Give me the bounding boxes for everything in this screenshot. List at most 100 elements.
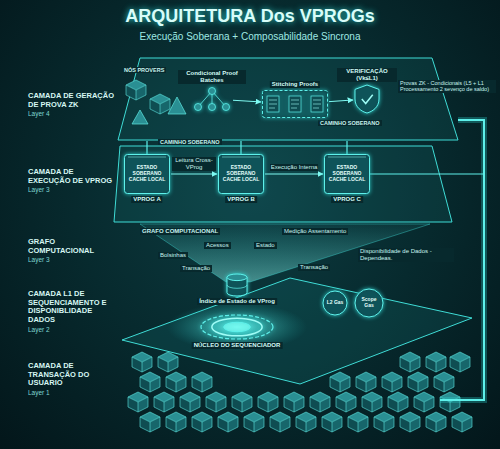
l1-plane: [122, 278, 472, 384]
graph-label: Disponibilidade de Dados - Dependeas.: [358, 248, 454, 262]
path-label: CAMINHO SOBERANO: [158, 139, 222, 145]
graph-label: Estado: [254, 242, 277, 249]
diagram-title: ARQUITETURA Dos VPROGs: [0, 6, 500, 27]
node-text: ESTADO SOBERANO: [327, 165, 367, 177]
cube-block: [140, 372, 160, 392]
connector: [265, 174, 323, 175]
node-shape: [262, 90, 328, 118]
node-heading: VPROG C: [331, 196, 363, 203]
graph-label: Bolsinhas: [158, 252, 188, 259]
gas-circle: L2 Gas: [322, 290, 348, 316]
layer-number: Layer 1: [28, 389, 50, 396]
node-heading: VERIFICAÇÃO (Vk≤L1): [337, 68, 397, 82]
cube-block: [330, 372, 350, 392]
cube-block: [374, 412, 394, 432]
node-heading: VPROG A: [131, 196, 162, 203]
cube-block: [348, 412, 368, 432]
vprog-box: ESTADO SOBERANOCACHE LOCALVPROG A: [124, 154, 170, 194]
node-text: L2 Gas: [327, 300, 344, 306]
cube-block: [388, 392, 408, 412]
verification-shield: VERIFICAÇÃO (Vk≤L1): [354, 84, 380, 114]
cube-block: [356, 372, 376, 392]
cube-block: [158, 352, 178, 372]
node-text: Scope Gas: [357, 297, 381, 309]
cube-block: [132, 352, 152, 372]
state-index-db: Índice de Estado de VProg: [226, 274, 248, 296]
note-text: Provas ZK - Condicionais (L5 + L1 Proces…: [398, 80, 496, 93]
subtitle: Execução Soberana + Composabilidade Sinc…: [0, 31, 500, 43]
execution-plane: [114, 146, 452, 222]
cube-block: [258, 392, 278, 412]
cube-block: [382, 372, 402, 392]
connector: [171, 174, 217, 175]
cube-block: [284, 392, 304, 412]
layer-title: CAMADA DE GERAÇÃO DE PROVA ZK: [28, 92, 120, 109]
box-outline: [325, 155, 370, 194]
graph-label: Transação: [298, 264, 330, 271]
shield-outline: [355, 85, 379, 113]
cube-block: [296, 412, 316, 432]
prover-pyramid: [132, 110, 148, 124]
graph-title: GRAFO COMPUTACIONAL: [140, 228, 220, 235]
node-text: CACHE LOCAL: [329, 177, 365, 183]
layer-number: Layer 3: [28, 256, 50, 263]
layer-number: Layer 3: [28, 186, 50, 193]
cube-block: [270, 412, 290, 432]
proof-plane: [118, 58, 458, 140]
stitching-panel: Stitching Proofs: [262, 90, 328, 118]
cube-block: [414, 392, 434, 412]
cube-block: [192, 372, 212, 392]
node-text: ESTADO SOBERANO: [127, 165, 167, 177]
node-shape: [226, 274, 248, 296]
ring-outline: [201, 315, 273, 339]
cube-block: [336, 392, 356, 412]
node-heading: NÚCLEO DO SEQUENCIADOR: [192, 342, 283, 349]
layer-title: CAMADA DE EXECUÇÃO DE VPROG: [28, 168, 114, 185]
cube-block: [426, 352, 446, 372]
connector: [329, 100, 353, 102]
cube-block: [434, 372, 454, 392]
layer-number: Layer 4: [28, 110, 50, 117]
prover-pyramid: [168, 97, 186, 114]
cube-block: [166, 412, 186, 432]
layer-number: Layer 2: [28, 326, 50, 333]
cube-block: [322, 412, 342, 432]
node-heading: Condicional Proof Batches: [178, 70, 246, 84]
cube-block: [166, 372, 186, 392]
batch-tree: Condicional Proof Batches: [192, 86, 232, 112]
layer-title: CAMADA DE TRANSAÇÃO DO USUARIO: [28, 362, 120, 388]
cube-block: [362, 392, 382, 412]
cube-block: [232, 392, 252, 412]
node-text: CACHE LOCAL: [129, 177, 165, 183]
circle-outline: [355, 289, 383, 317]
prover-cube: [126, 80, 146, 100]
layer-title: GRAFO COMPUTACIONAL: [28, 238, 116, 255]
sovereign-pipe: [370, 173, 484, 174]
prover-cube: [150, 94, 170, 114]
cube-block: [400, 352, 420, 372]
node-text: CACHE LOCAL: [223, 177, 259, 183]
cube-block: [408, 372, 428, 392]
cube-block: [180, 392, 200, 412]
cube-block: [452, 412, 472, 432]
cube-block: [450, 352, 470, 372]
node-shape: [200, 314, 274, 340]
cube-block: [400, 412, 420, 432]
node-shape: [354, 84, 380, 114]
core-glow: [167, 303, 307, 351]
cube-block: [128, 392, 148, 412]
vprog-box: ESTADO SOBERANOCACHE LOCALVPROG C: [324, 154, 370, 194]
cube-block: [244, 412, 264, 432]
box-outline: [219, 155, 264, 194]
node-heading: Índice de Estado de VProg: [197, 298, 277, 305]
node-heading: Stitching Proofs: [270, 81, 320, 88]
node-heading: VPROG B: [225, 196, 257, 203]
edge-label: Leitura Cross-VProg: [172, 157, 216, 171]
box-outline: [125, 155, 170, 194]
cube-block: [154, 392, 174, 412]
panel-outline: [263, 91, 328, 118]
graph-label: Transação: [180, 265, 212, 272]
circle-outline: [323, 291, 347, 315]
